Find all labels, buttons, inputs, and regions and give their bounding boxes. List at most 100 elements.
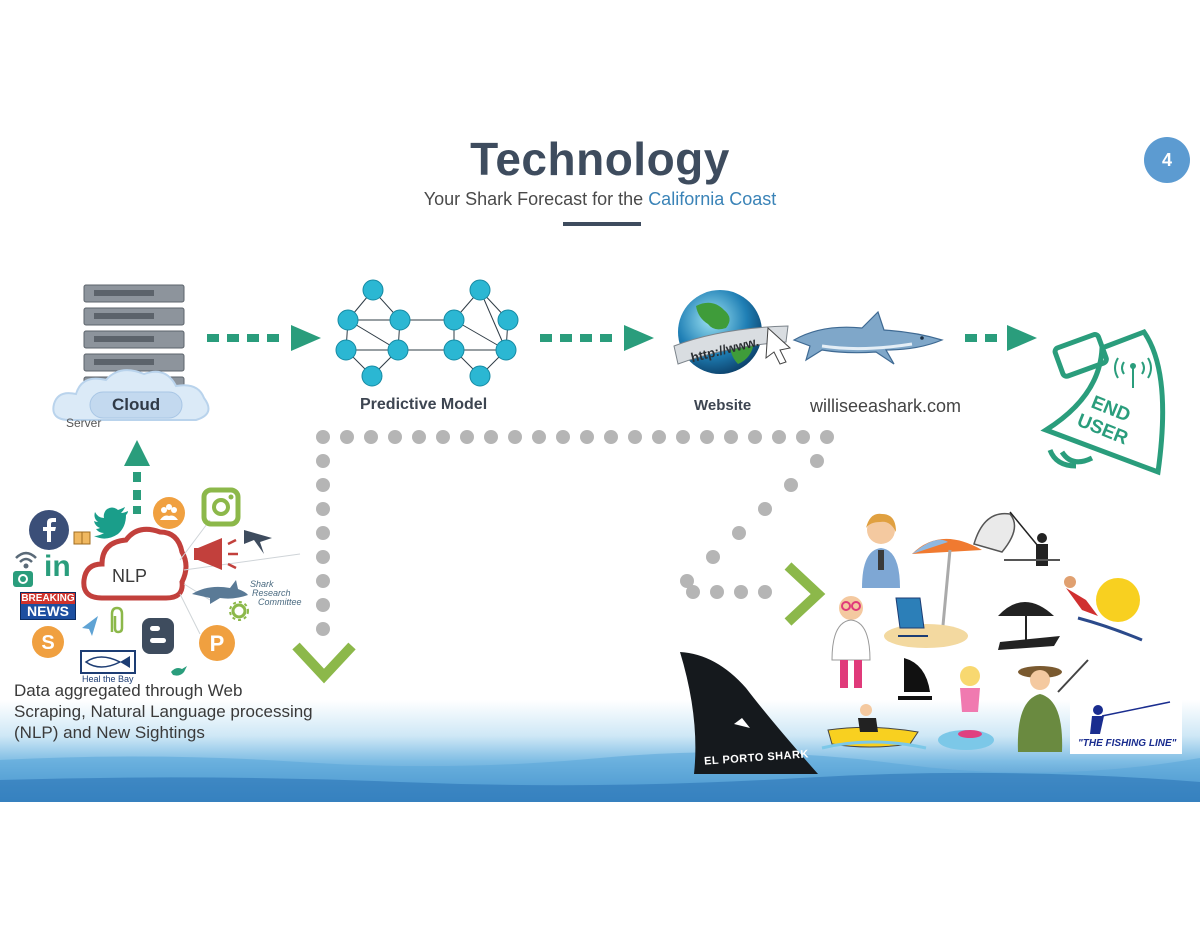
heal-the-bay-label: Heal the Bay — [82, 674, 134, 684]
path-dot — [710, 585, 724, 599]
arrow-sources-to-cloud — [124, 440, 150, 514]
instagram-icon — [201, 487, 241, 527]
path-dot — [796, 430, 810, 444]
fisherman-old-man-icon — [1017, 659, 1089, 752]
svg-text:P: P — [210, 631, 225, 656]
globe-icon — [673, 290, 792, 374]
path-dot — [316, 550, 330, 564]
windsurfer-silhouette-icon — [898, 658, 932, 700]
end-user-bell-icon — [1040, 328, 1166, 476]
path-dot — [734, 585, 748, 599]
path-dot — [810, 454, 824, 468]
breaking-news-logo: BREAKING NEWS — [20, 592, 76, 620]
predictive-model-graph — [335, 279, 519, 387]
news-reporter-icon — [862, 513, 900, 588]
subtitle-prefix: Your Shark Forecast for the — [423, 189, 649, 209]
path-dot — [532, 430, 546, 444]
arrow-cloud-to-model — [207, 325, 321, 351]
cloud-icon — [52, 369, 210, 421]
path-dot — [628, 430, 642, 444]
path-dot — [686, 585, 700, 599]
path-dot — [680, 574, 694, 588]
path-dot — [316, 430, 330, 444]
breaking-news-line2: NEWS — [27, 603, 69, 619]
path-dot — [700, 430, 714, 444]
pinterest-icon: P — [199, 625, 235, 661]
svg-text:S: S — [41, 632, 54, 654]
path-dot — [460, 430, 474, 444]
path-dot — [340, 430, 354, 444]
path-dot — [436, 430, 450, 444]
megaphone-icon — [194, 538, 238, 570]
shark-research-committee-text: Shark Research Committee — [250, 580, 302, 607]
path-dot — [316, 598, 330, 612]
water-skier-icon — [1064, 576, 1143, 642]
path-dot — [316, 454, 330, 468]
camera-icon — [13, 571, 33, 587]
gear-icon — [229, 601, 249, 621]
beach-umbrella-icon — [912, 538, 982, 637]
path-dot — [316, 526, 330, 540]
beach-chair-sand-icon — [884, 597, 968, 648]
shark-fin-icon — [680, 652, 818, 774]
blogger-icon — [142, 618, 174, 654]
website-url: williseeashark.com — [810, 396, 962, 416]
page-number-badge: 4 — [1144, 137, 1190, 183]
nlp-label: NLP — [112, 566, 148, 586]
jet-ski-icon — [821, 704, 927, 750]
nlp-cloud-icon — [81, 526, 189, 601]
path-dot — [732, 526, 746, 540]
path-dot — [484, 430, 498, 444]
path-dot — [412, 430, 426, 444]
shark-icon — [792, 310, 944, 365]
chevron-down-icon — [292, 642, 356, 684]
path-dot — [724, 430, 738, 444]
path-dot — [364, 430, 378, 444]
path-dot — [706, 550, 720, 564]
shark-research-logo-icon — [192, 580, 248, 604]
flag-icon — [244, 530, 272, 554]
src-line1: Shark — [250, 579, 274, 589]
dotted-path — [316, 430, 834, 636]
heal-the-bay-fish-icon — [80, 650, 136, 674]
parasol-lounger-icon — [998, 602, 1060, 650]
path-dot — [604, 430, 618, 444]
subtitle-accent: California Coast — [648, 189, 777, 209]
path-dot — [652, 430, 666, 444]
path-dot — [316, 622, 330, 636]
slide-subtitle: Your Shark Forecast for the California C… — [0, 189, 1200, 210]
path-dot — [580, 430, 594, 444]
path-dot — [748, 430, 762, 444]
path-dot — [388, 430, 402, 444]
linkedin-icon: in — [44, 550, 71, 583]
path-dot — [784, 478, 798, 492]
surfer-girl-icon — [938, 666, 994, 750]
path-dot — [556, 430, 570, 444]
server-label: Server — [66, 416, 102, 430]
paper-plane-icon — [82, 616, 98, 636]
fishing-line-logo-icon — [1070, 694, 1182, 754]
community-icon — [153, 497, 185, 529]
nlp-rays — [179, 519, 301, 635]
website-label: Website — [694, 397, 752, 414]
src-line2: Research — [252, 588, 291, 598]
skype-icon: S — [32, 626, 64, 658]
path-dot — [316, 478, 330, 492]
title-underline — [563, 222, 641, 226]
path-dot — [508, 430, 522, 444]
path-dot — [820, 430, 834, 444]
fishing-line-label: "THE FISHING LINE" — [1078, 738, 1177, 749]
path-dot — [772, 430, 786, 444]
ocean-background — [0, 700, 1200, 802]
breaking-news-line1: BREAKING — [21, 593, 75, 604]
path-dot — [316, 502, 330, 516]
paperclip-icon — [110, 606, 124, 634]
fisherman-rock-icon — [973, 511, 1060, 566]
chevron-right-icon — [784, 562, 826, 626]
scientist-icon — [831, 596, 871, 688]
bird-icon — [171, 666, 187, 676]
wifi-icon — [15, 551, 37, 569]
slide-title: Technology — [470, 133, 730, 185]
cloud-label: Cloud — [112, 395, 161, 414]
path-dot — [758, 585, 772, 599]
